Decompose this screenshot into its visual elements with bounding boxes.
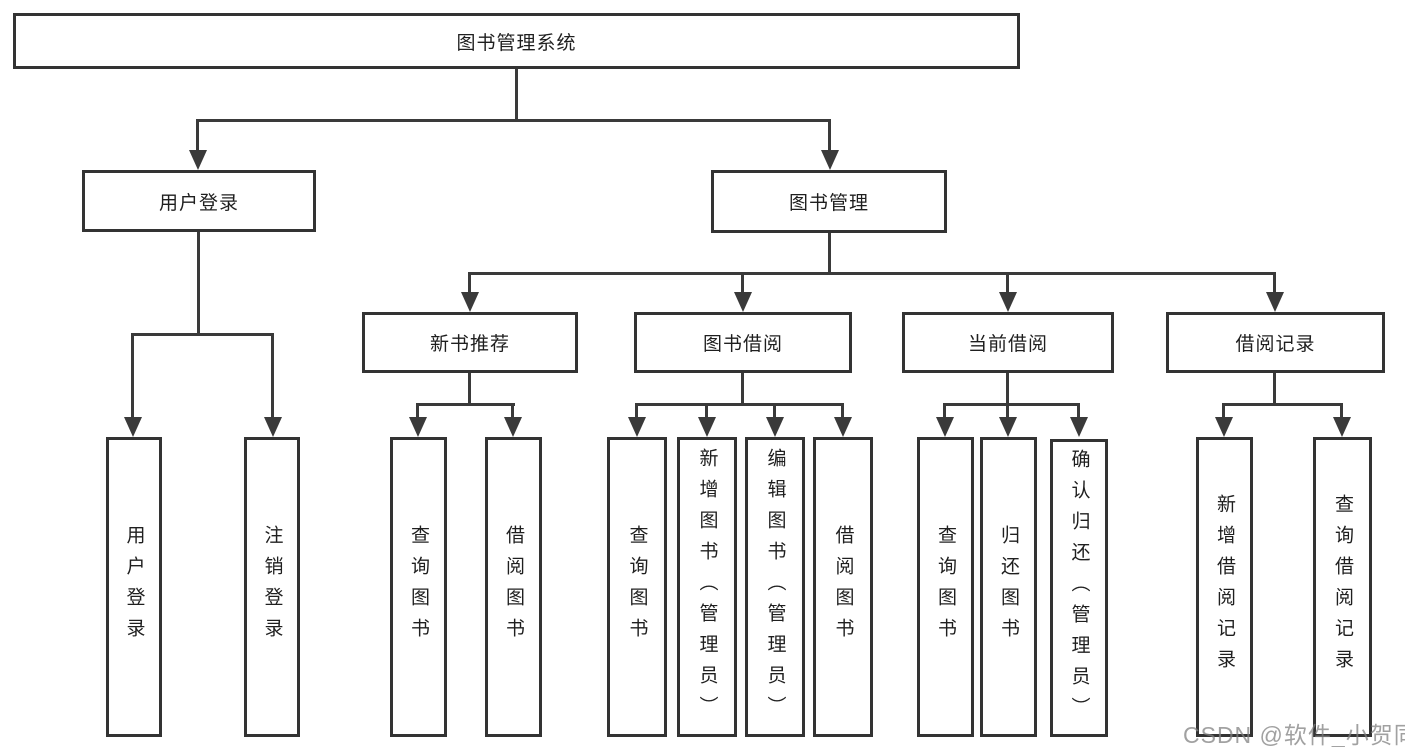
leaf-br-add-borrow-record: 新增借阅记录: [1196, 437, 1253, 737]
leaf-bb-edit-books-admin: 编辑图书（管理员）: [745, 437, 805, 737]
node-borrow-records: 借阅记录: [1166, 312, 1385, 373]
leaf-user-login: 用户登录: [106, 437, 162, 737]
arrow-bb-borrow-books: [841, 403, 844, 417]
arrow-cb-return-books: [1006, 403, 1009, 417]
node-current-borrow: 当前借阅: [902, 312, 1114, 373]
arrow-br-query-record: [1340, 403, 1343, 417]
leaf-nb-query-books: 查询图书: [390, 437, 447, 737]
arrow-to-user-login: [196, 119, 199, 150]
arrow-to-leaf-user-login: [131, 333, 134, 417]
connector-root-stem: [515, 69, 518, 121]
connector-new-book-branch: [416, 403, 515, 406]
leaf-bb-borrow-books: 借阅图书: [813, 437, 873, 737]
connector-new-book-stem: [468, 373, 471, 406]
connector-book-management-stem: [828, 233, 831, 275]
node-book-borrow: 图书借阅: [634, 312, 852, 373]
connector-level1-branch: [197, 119, 831, 122]
connector-level3-branch: [468, 272, 1276, 275]
leaf-cb-query-books: 查询图书: [917, 437, 974, 737]
arrow-to-new-book-recommend: [468, 272, 471, 292]
arrow-to-book-management: [828, 119, 831, 150]
node-library-management-system: 图书管理系统: [13, 13, 1020, 69]
connector-borrow-records-stem: [1273, 373, 1276, 406]
leaf-logout-login: 注销登录: [244, 437, 300, 737]
arrow-nb-query-books: [416, 403, 419, 417]
arrow-cb-query-books: [943, 403, 946, 417]
arrow-bb-add-books: [705, 403, 708, 417]
leaf-cb-confirm-return-admin: 确认归还（管理员）: [1050, 439, 1108, 737]
arrow-nb-borrow-books: [511, 403, 514, 417]
connector-book-borrow-stem: [741, 373, 744, 406]
leaf-br-query-borrow-record: 查询借阅记录: [1313, 437, 1372, 737]
arrow-to-leaf-logout: [271, 333, 274, 417]
leaf-cb-return-books: 归还图书: [980, 437, 1037, 737]
node-new-book-recommend: 新书推荐: [362, 312, 578, 373]
connector-borrow-records-branch: [1222, 403, 1343, 406]
connector-current-borrow-branch: [943, 403, 1080, 406]
csdn-watermark: CSDN @软件_小贺同学: [1183, 722, 1405, 747]
node-user-login: 用户登录: [82, 170, 316, 232]
connector-book-borrow-branch: [635, 403, 843, 406]
arrow-bb-edit-books: [773, 403, 776, 417]
leaf-nb-borrow-books: 借阅图书: [485, 437, 542, 737]
connector-user-login-stem: [197, 232, 200, 336]
connector-user-login-branch: [132, 333, 273, 336]
arrow-br-add-record: [1222, 403, 1225, 417]
leaf-bb-query-books: 查询图书: [607, 437, 667, 737]
node-book-management: 图书管理: [711, 170, 947, 233]
arrow-cb-confirm-return: [1077, 403, 1080, 417]
arrow-to-current-borrow: [1006, 272, 1009, 292]
arrow-to-borrow-records: [1273, 272, 1276, 292]
arrow-bb-query-books: [635, 403, 638, 417]
leaf-bb-add-books-admin: 新增图书（管理员）: [677, 437, 737, 737]
connector-current-borrow-stem: [1006, 373, 1009, 406]
arrow-to-book-borrow: [741, 272, 744, 292]
